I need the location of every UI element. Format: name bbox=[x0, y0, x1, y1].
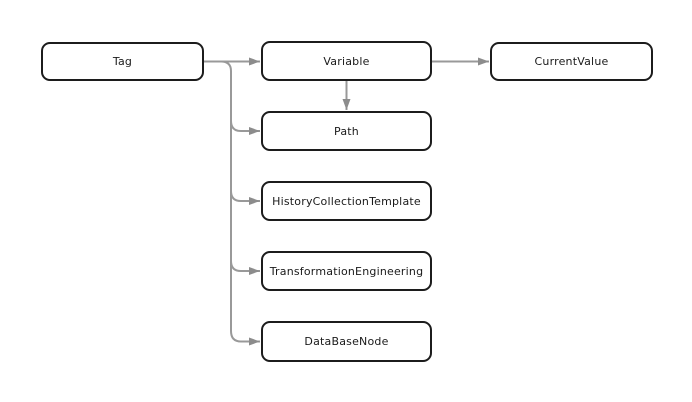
node-historycollectiontemplate-label: HistoryCollectionTemplate bbox=[272, 194, 421, 208]
node-databasenode-label: DataBaseNode bbox=[304, 335, 389, 348]
node-historycollectiontemplate: HistoryCollectionTemplate bbox=[261, 181, 432, 221]
node-tag: Tag bbox=[41, 42, 204, 81]
node-path: Path bbox=[261, 111, 432, 151]
node-transformationengineering-label: TransformationEngineering bbox=[269, 264, 424, 278]
node-currentvalue-label: CurrentValue bbox=[534, 55, 609, 68]
node-variable-label: Variable bbox=[323, 54, 370, 68]
node-databasenode: DataBaseNode bbox=[261, 321, 432, 362]
node-tag-label: Tag bbox=[112, 55, 133, 68]
node-transformationengineering: TransformationEngineering bbox=[261, 251, 432, 291]
edge-tag-trunk-to-databasenode bbox=[220, 60, 260, 346]
node-currentvalue: CurrentValue bbox=[490, 42, 653, 81]
node-variable: Variable bbox=[261, 41, 432, 81]
node-path-label: Path bbox=[334, 124, 359, 138]
edge-tag-to-historycollectiontemplate bbox=[230, 190, 260, 205]
edge-tag-to-path bbox=[230, 120, 260, 135]
edge-tag-to-transformationengineering bbox=[230, 260, 260, 275]
